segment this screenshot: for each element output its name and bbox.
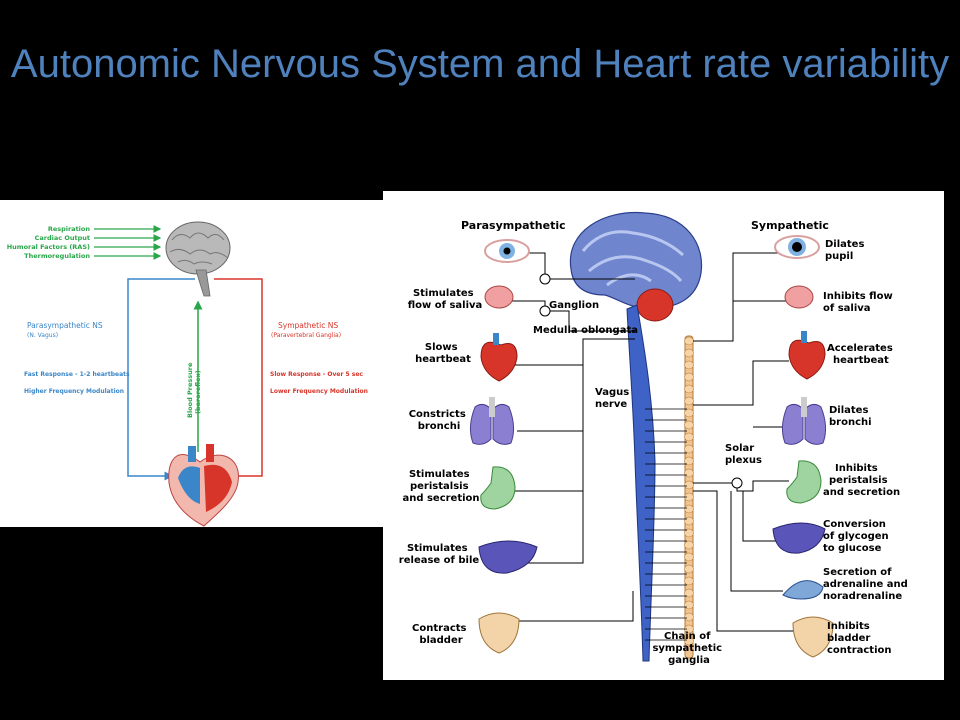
sympathetic-loop	[214, 278, 263, 481]
symp-response: Slow Response - Over 5 sec	[270, 371, 363, 378]
sympathetic-ganglion	[684, 384, 694, 394]
sympathetic-nerves	[539, 252, 803, 632]
heart-icon	[168, 444, 239, 527]
parasympathetic-text: Parasympathetic NS (N. Vagus) Fast Respo…	[24, 321, 130, 395]
symp-effect-bronchi: Dilates bronchi	[829, 405, 872, 428]
input-label: Humoral Factors (RAS)	[7, 243, 90, 251]
spinal-nerve-rungs	[645, 408, 687, 641]
symp-effect-saliva: Inhibits flow of saliva	[823, 291, 896, 314]
sympathetic-ganglion	[684, 576, 694, 586]
sympathetic-ganglion	[684, 540, 694, 550]
para-effect-bladder: Contracts bladder	[412, 623, 470, 646]
liver-icon	[478, 540, 538, 574]
sympathetic-ganglion	[684, 552, 694, 562]
input-factors: Respiration Cardiac Output Humoral Facto…	[7, 225, 162, 260]
ans-hrv-diagram: Respiration Cardiac Output Humoral Facto…	[0, 200, 383, 527]
input-label: Thermoregulation	[24, 252, 90, 260]
para-effect-saliva: Stimulates flow of saliva	[408, 288, 483, 311]
symp-title: Sympathetic NS	[278, 321, 338, 330]
para-effect-bile: Stimulates release of bile	[399, 543, 480, 566]
sympathetic-ganglion	[684, 528, 694, 538]
adrenal-gland-icon	[782, 580, 824, 600]
stomach-icon	[786, 460, 822, 504]
spinal-cord	[626, 304, 656, 662]
para-title: Parasympathetic NS	[27, 321, 103, 330]
autonomic-innervation-diagram: Parasympathetic Sympathetic	[383, 191, 944, 680]
input-label: Respiration	[48, 225, 91, 233]
parasympathetic-loop	[127, 278, 195, 481]
eye-icon	[484, 239, 530, 263]
sympathetic-ganglion	[684, 588, 694, 598]
sympathetic-ganglion	[684, 636, 694, 646]
ganglion-label: Ganglion	[549, 300, 599, 311]
liver-icon	[772, 522, 826, 554]
sympathetic-ganglion	[684, 432, 694, 442]
para-modulation: Higher Frequency Modulation	[24, 388, 124, 395]
sympathetic-header: Sympathetic	[751, 219, 829, 232]
sympathetic-chain	[684, 335, 694, 659]
input-label: Cardiac Output	[35, 234, 90, 242]
parasympathetic-effects: Stimulates flow of saliva Slows heartbea…	[399, 288, 482, 646]
sympathetic-ganglion	[684, 612, 694, 622]
sympathetic-ganglion	[684, 456, 694, 466]
parasympathetic-nerves	[497, 252, 635, 622]
sympathetic-ganglion	[684, 516, 694, 526]
sympathetic-ganglion	[684, 444, 694, 454]
sympathetic-ganglion	[684, 348, 694, 358]
para-response: Fast Response - 1-2 heartbeats	[24, 371, 130, 378]
bladder-icon	[792, 616, 834, 658]
sympathetic-ganglion	[684, 396, 694, 406]
para-effect-bronchi: Constricts bronchi	[409, 409, 470, 432]
symp-effect-glucose: Conversion of glycogen to glucose	[823, 519, 892, 554]
chain-label: Chain of sympathetic ganglia	[652, 631, 725, 666]
heart-icon	[788, 331, 826, 380]
sympathetic-ganglion	[684, 360, 694, 370]
symp-subtitle: (Paravertebral Ganglia)	[271, 332, 341, 339]
symp-modulation: Lower Frequency Modulation	[270, 388, 368, 395]
sympathetic-ganglion	[684, 564, 694, 574]
lungs-icon	[781, 397, 827, 445]
vagus-label: Vagus nerve	[595, 387, 633, 410]
solar-plexus-label: Solar plexus	[725, 443, 762, 466]
salivary-gland-icon	[484, 285, 514, 309]
parasympathetic-header: Parasympathetic	[461, 219, 566, 232]
para-effect-heart: Slows heartbeat	[415, 342, 471, 365]
eye-icon	[774, 235, 820, 259]
brain-icon	[165, 221, 231, 297]
symp-effect-bladder: Inhibits bladder contraction	[827, 621, 892, 656]
sympathetic-ganglion	[684, 336, 694, 346]
sympathetic-text: Sympathetic NS (Paravertebral Ganglia) S…	[270, 321, 368, 395]
slide-title: Autonomic Nervous System and Heart rate …	[10, 42, 950, 86]
para-subtitle: (N. Vagus)	[27, 332, 58, 339]
medulla-label: Medulla oblongata	[533, 325, 638, 336]
symp-effect-digestion: Inhibits peristalsis and secretion	[823, 463, 900, 498]
baroreflex-label: Blood Pressure	[186, 362, 194, 418]
sympathetic-ganglion	[684, 600, 694, 610]
baroreflex-line: Blood Pressure (baroreflex)	[186, 300, 203, 452]
symp-effect-pupil: Dilates pupil	[825, 239, 868, 262]
svg-text:Blood Pressure (barore: Blood Pressure (baroreflex)	[186, 360, 202, 418]
para-effect-digestion: Stimulates peristalsis and secretion	[402, 469, 479, 504]
sympathetic-ganglion	[684, 408, 694, 418]
sympathetic-ganglion	[684, 372, 694, 382]
heart-icon	[480, 333, 518, 382]
symp-effect-adrenaline: Secretion of adrenaline and noradrenalin…	[823, 567, 911, 602]
salivary-gland-icon	[784, 285, 814, 309]
stomach-icon	[480, 466, 516, 510]
lungs-icon	[469, 397, 515, 445]
sympathetic-ganglion	[684, 504, 694, 514]
sympathetic-ganglion	[684, 468, 694, 478]
sympathetic-ganglion	[684, 420, 694, 430]
baroreflex-sublabel: (baroreflex)	[194, 370, 202, 414]
sympathetic-ganglion	[684, 480, 694, 490]
sympathetic-effects: Dilates pupil Inhibits flow of saliva Ac…	[823, 239, 911, 656]
symp-effect-heart: Accelerates heartbeat	[827, 343, 896, 366]
bladder-icon	[478, 612, 520, 654]
